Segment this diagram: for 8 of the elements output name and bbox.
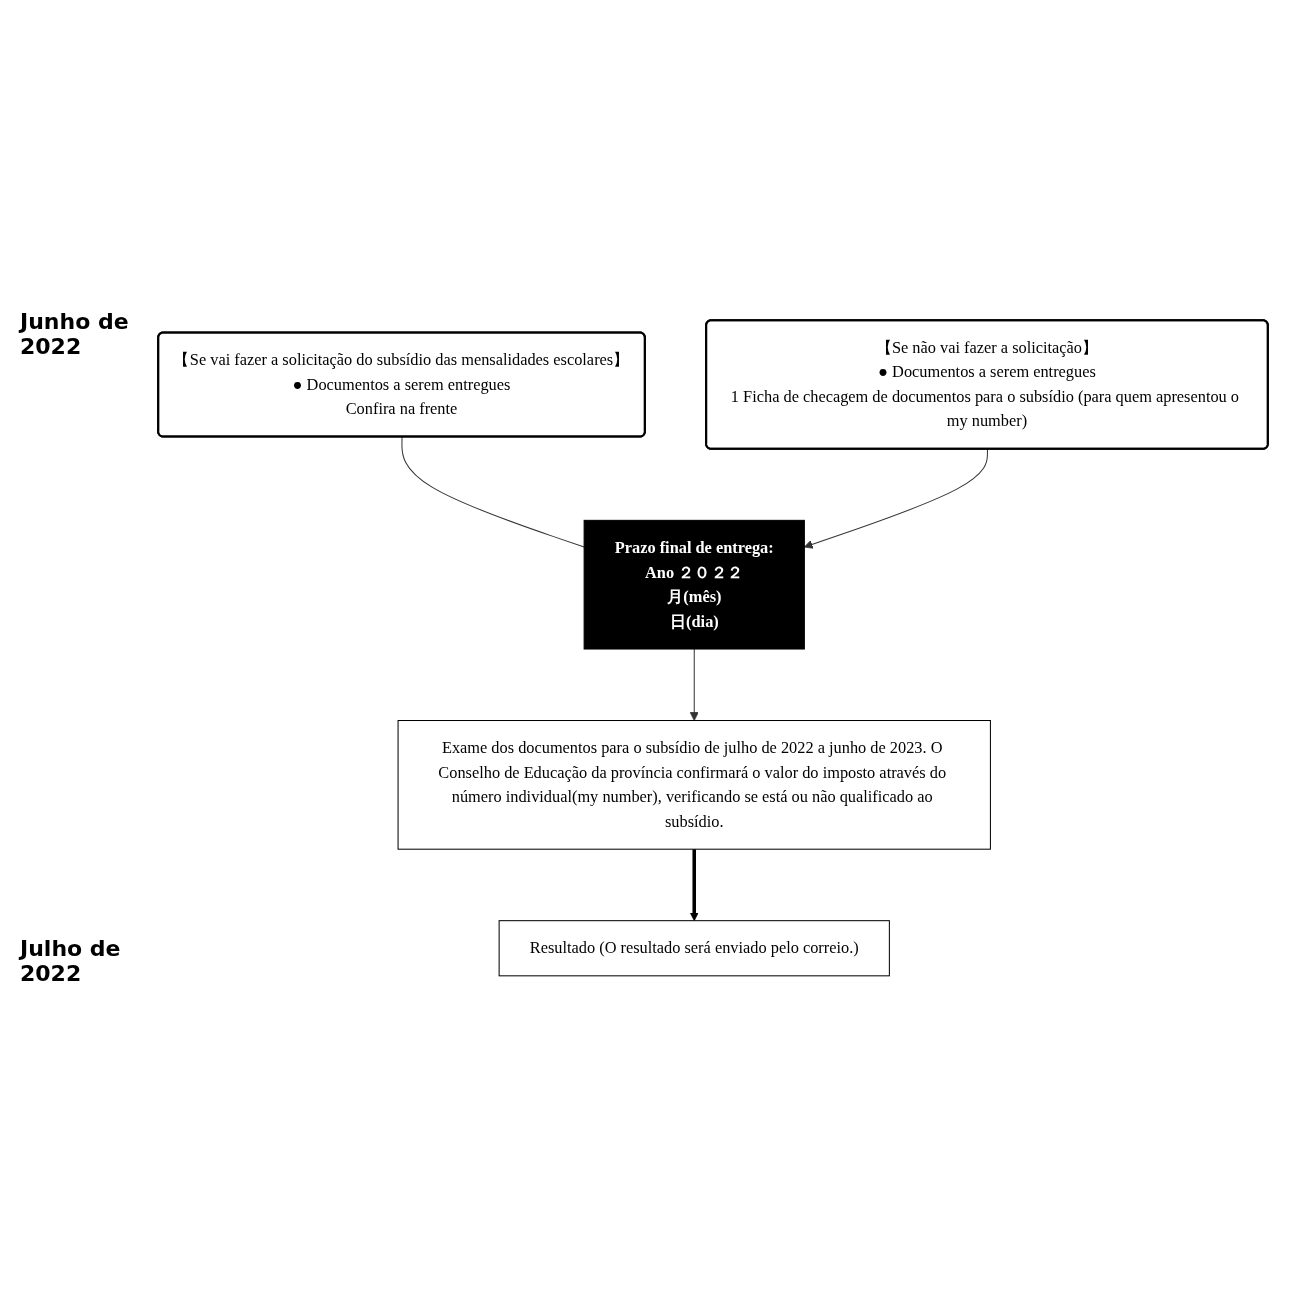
arrow (689, 848, 699, 921)
arrow (689, 648, 699, 721)
connector (401, 436, 585, 548)
node-box: Resultado (O resultado será enviado pelo correio.) (498, 919, 890, 976)
node-box: Exame dos documentos para o subsídio de julho de 2022 a junho de 2023. O Conselho de Educação da província confirmará o valor do imposto através do número individual(my number), verificando se está ou não qualificado ao subsídio. (397, 719, 991, 850)
date-label: Julho de 2022 (20, 936, 122, 987)
date-label: Junho de 2022 (20, 308, 130, 359)
node-box: Prazo final de entrega: Ano ２０２２ 月(mês) 日(dia) (583, 519, 805, 650)
